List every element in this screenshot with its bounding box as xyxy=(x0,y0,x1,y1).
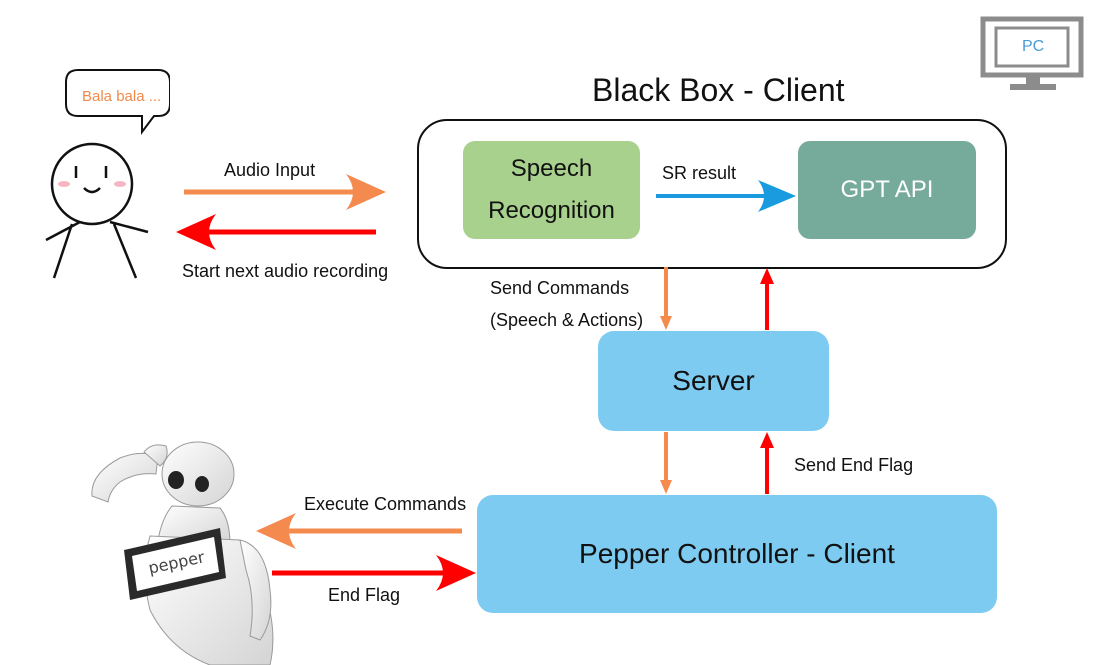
audio-input-arrow xyxy=(184,174,386,210)
start-next-arrow xyxy=(176,214,376,250)
send-commands-arrow xyxy=(660,267,672,330)
audio-input-label: Audio Input xyxy=(224,160,316,180)
black-box-client xyxy=(417,119,1007,269)
speech-recognition-box: Speech Recognition xyxy=(463,141,640,239)
start-next-label: Start next audio recording xyxy=(182,261,389,281)
pepper-controller-box: Pepper Controller - Client xyxy=(477,495,997,613)
end-flag-up-arrow xyxy=(760,432,774,494)
pc-label: PC xyxy=(1022,38,1045,55)
pc-monitor-icon xyxy=(980,16,1084,90)
send-end-flag-label: Send End Flag xyxy=(794,455,914,475)
execute-commands-label: Execute Commands xyxy=(304,494,467,514)
end-flag-arrow xyxy=(272,555,476,591)
send-commands-label-2: (Speech & Actions) xyxy=(490,310,644,330)
speech-recognition-label: Speech Recognition xyxy=(488,155,615,224)
gpt-api-label: GPT API xyxy=(840,176,934,203)
server-to-controller-arrow xyxy=(660,432,672,494)
gpt-api-box: GPT API xyxy=(798,141,976,239)
black-box-title: Black Box - Client xyxy=(592,72,845,108)
sr-result-arrow xyxy=(656,180,796,212)
send-commands-label-1: Send Commands xyxy=(490,278,630,298)
pepper-robot-image xyxy=(91,441,274,665)
server-label: Server xyxy=(672,365,755,396)
pepper-controller-label: Pepper Controller - Client xyxy=(579,538,895,569)
speech-bubble-text: Bala bala ... xyxy=(82,88,162,105)
server-to-gpt-arrow xyxy=(760,268,774,330)
server-box: Server xyxy=(598,331,829,431)
sr-result-label: SR result xyxy=(662,163,737,183)
execute-commands-arrow xyxy=(256,513,462,549)
end-flag-label: End Flag xyxy=(328,585,401,605)
person-figure xyxy=(45,69,170,279)
